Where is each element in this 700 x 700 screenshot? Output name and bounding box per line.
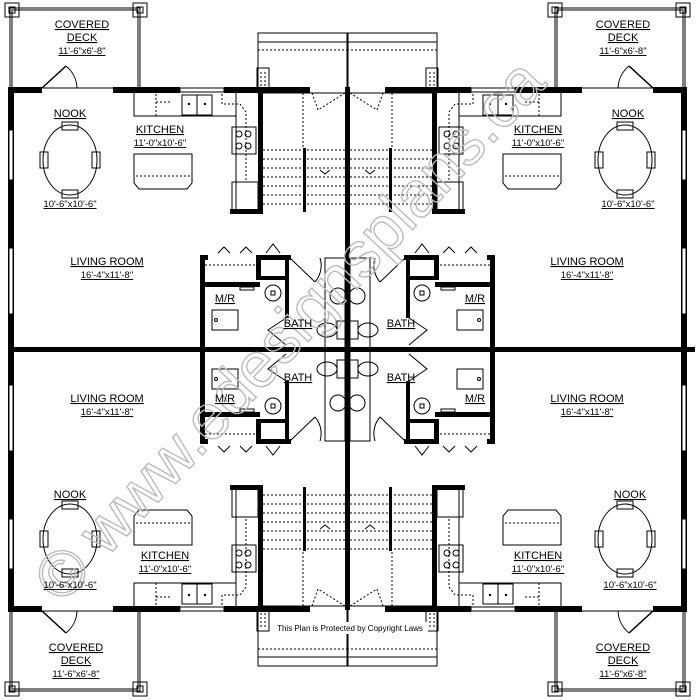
unit-bottom-left-labels: LIVING ROOM 16'-4"x11'-8" M/R BATH NOOK … — [43, 372, 312, 680]
unit-top-right-labels: COVERED DECK 11'-6"x6'-8" NOOK 10'-6"x10… — [387, 19, 655, 330]
living-room-dimensions: 16'-4"x11'-8" — [561, 270, 613, 281]
deck-dimensions: 11'-6"x6'-8" — [599, 46, 646, 57]
deck-title: DECK — [608, 32, 639, 44]
deck-dimensions: 11'-6"x6'-8" — [599, 669, 646, 680]
mr-label: M/R — [215, 293, 235, 305]
mr-label: M/R — [465, 293, 485, 305]
kitchen-label: KITCHEN — [141, 550, 189, 562]
nook-label: NOOK — [54, 489, 87, 501]
nook-dimensions: 10'-6"x10'-6" — [601, 199, 654, 210]
deck-title: DECK — [61, 655, 92, 667]
copyright-notice: This Plan is Protected by Copyright Laws — [277, 624, 423, 633]
deck-title: DECK — [67, 32, 98, 44]
bath-label: BATH — [387, 372, 416, 384]
deck-dimensions: 11'-6"x6'-8" — [58, 46, 105, 57]
unit-top-left-labels: COVERED DECK 11'-6"x6'-8" NOOK 10'-6"x10… — [43, 19, 312, 330]
nook-dimensions: 10'-6"x10'-6" — [43, 199, 96, 210]
mr-label: M/R — [465, 393, 485, 405]
bath-label: BATH — [387, 318, 416, 330]
nook-label: NOOK — [612, 108, 645, 120]
living-room-label: LIVING ROOM — [550, 393, 623, 405]
deck-title: COVERED — [55, 19, 109, 31]
living-room-dimensions: 16'-4"x11'-8" — [561, 407, 613, 418]
deck-dimensions: 11'-6"x6'-8" — [52, 669, 99, 680]
living-room-label: LIVING ROOM — [550, 256, 623, 268]
kitchen-dimensions: 11'-0"x10'-6" — [134, 138, 186, 149]
kitchen-dimensions: 11'-0"x10'-6" — [512, 564, 564, 575]
bath-label: BATH — [284, 372, 313, 384]
nook-dimensions: 10'-6"x10'-6" — [43, 580, 96, 591]
nook-label: NOOK — [54, 108, 87, 120]
kitchen-label: KITCHEN — [136, 124, 184, 136]
kitchen-label: KITCHEN — [514, 550, 562, 562]
living-room-label: LIVING ROOM — [70, 256, 143, 268]
nook-dimensions: 10'-6"x10'-6" — [603, 580, 656, 591]
deck-title: COVERED — [49, 642, 103, 654]
bath-label: BATH — [284, 318, 313, 330]
kitchen-label: KITCHEN — [514, 124, 562, 136]
living-room-dimensions: 16'-4"x11'-8" — [81, 270, 133, 281]
living-room-dimensions: 16'-4"x11'-8" — [81, 407, 133, 418]
kitchen-dimensions: 11'-0"x10'-6" — [512, 138, 564, 149]
deck-title: COVERED — [596, 19, 650, 31]
unit-bottom-right-labels: LIVING ROOM 16'-4"x11'-8" M/R BATH NOOK … — [387, 372, 657, 680]
party-wall-vertical — [345, 87, 350, 610]
nook-label: NOOK — [614, 489, 647, 501]
living-room-label: LIVING ROOM — [70, 393, 143, 405]
party-wall-horizontal — [8, 347, 695, 352]
deck-title: COVERED — [596, 642, 650, 654]
mr-label: M/R — [215, 393, 235, 405]
deck-title: DECK — [608, 655, 639, 667]
kitchen-dimensions: 11'-0"x10'-6" — [139, 564, 191, 575]
